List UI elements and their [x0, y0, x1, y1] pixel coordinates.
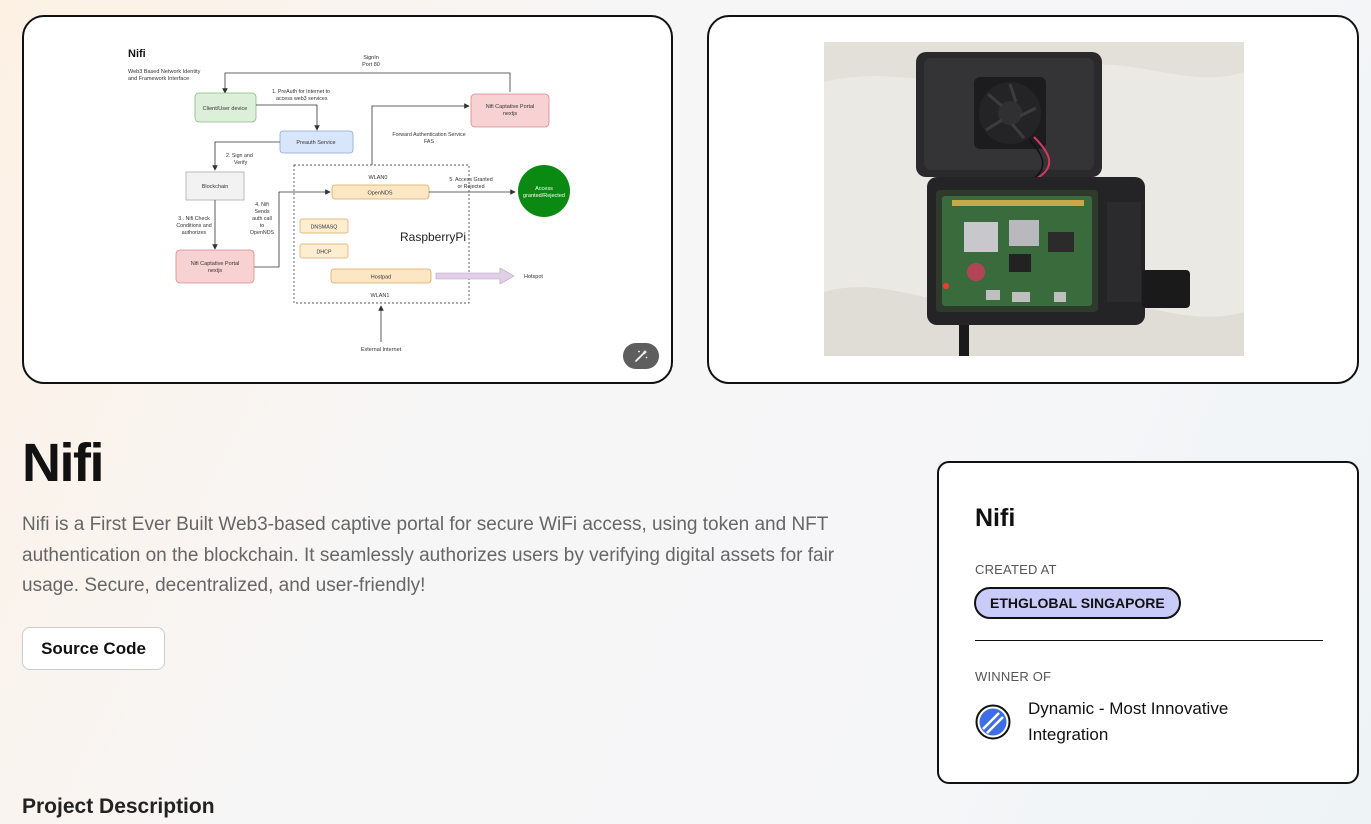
- diagram-label: Hotspot: [524, 274, 543, 280]
- prize-name[interactable]: Dynamic - Most Innovative Integration: [1028, 699, 1229, 744]
- diagram-label: Port 80: [362, 62, 380, 68]
- created-at-label: CREATED AT: [975, 562, 1057, 577]
- diagram-label: or Rejected: [457, 184, 484, 190]
- dynamic-logo-icon: [975, 704, 1011, 740]
- winner-of-label: WINNER OF: [975, 669, 1052, 684]
- diagram-label: SignIn: [363, 55, 379, 61]
- magic-wand-button[interactable]: [623, 343, 659, 369]
- diagram-label: to: [260, 223, 264, 229]
- diagram-group-raspberry: [293, 164, 470, 304]
- event-badge[interactable]: ETHGLOBAL SINGAPORE: [974, 587, 1181, 619]
- diagram-node-label: granted/Rejected: [523, 193, 565, 199]
- info-card-title: Nifi: [975, 504, 1016, 532]
- diagram-label: Conditions and: [176, 223, 211, 229]
- project-tagline: Nifi is a First Ever Built Web3-based ca…: [22, 514, 835, 596]
- diagram-subtitle: and Framework Interface: [128, 76, 189, 82]
- diagram-node-dnsmasq: [299, 218, 349, 234]
- diagram-label: FAS: [424, 139, 434, 145]
- diagram-node-hostpad: [330, 268, 432, 284]
- diagram-node-label: Nifi Captative Portal: [191, 261, 240, 267]
- diagram-label: access web3 services: [276, 96, 328, 102]
- diagram-label: RaspberryPi: [400, 230, 466, 244]
- diagram-label: auth call: [252, 216, 272, 222]
- diagram-node-client: [194, 92, 257, 123]
- divider: [975, 640, 1323, 641]
- gallery-image-device-photo[interactable]: [707, 15, 1359, 384]
- diagram-node-portal-top: [470, 93, 550, 128]
- raspberry-pi-case-image: [824, 42, 1244, 356]
- diagram-node-access: [518, 165, 570, 217]
- diagram-node-label: nextjs: [208, 268, 223, 274]
- diagram-node-portal-bottom: [175, 249, 255, 284]
- diagram-label: Verify: [234, 160, 248, 166]
- diagram-label: External Internet: [361, 347, 402, 353]
- diagram-label: 2. Sign and: [226, 153, 253, 159]
- magic-wand-icon: [635, 349, 648, 362]
- project-info-card: Nifi CREATED AT ETHGLOBAL SINGAPORE WINN…: [937, 461, 1359, 784]
- diagram-node-label: Blockchain: [202, 184, 229, 190]
- diagram-label: Sends: [254, 209, 269, 215]
- diagram-label: 1. PreAuth for Internet to: [272, 89, 330, 95]
- diagram-node-label: DHCP: [316, 250, 331, 256]
- diagram-node-label: Client/User device: [203, 106, 248, 112]
- diagram-label: authorizes: [182, 230, 207, 236]
- source-code-button[interactable]: Source Code: [22, 627, 165, 670]
- project-description-heading: Project Description: [22, 795, 215, 818]
- diagram-label: 3.. Nifi Check: [178, 216, 210, 222]
- architecture-diagram: Nifi Web3 Based Network Identity and Fra…: [128, 48, 570, 353]
- diagram-node-label: Preauth Service: [296, 140, 335, 146]
- diagram-subtitle: Web3 Based Network Identity: [128, 69, 201, 75]
- diagram-node-label: Hostpad: [371, 275, 392, 281]
- diagram-node-dhcp: [299, 243, 349, 259]
- diagram-node-label: Nifi Captative Portal: [486, 104, 535, 110]
- device-photo: [824, 42, 1244, 356]
- diagram-label: 4. Nifi: [255, 202, 269, 208]
- diagram-node-label: nextjs: [503, 111, 518, 117]
- diagram-label: 5. Access Granted: [449, 177, 492, 183]
- diagram-node-blockchain: [185, 171, 245, 201]
- diagram-node-label: OpenNDS: [367, 191, 392, 197]
- page-title: Nifi: [22, 433, 105, 493]
- diagram-node-label: Access: [535, 186, 553, 192]
- diagram-label: Forward Authentication Service: [392, 132, 465, 138]
- diagram-label: OpenNDS: [250, 230, 275, 236]
- diagram-title: Nifi: [128, 48, 146, 60]
- gallery-image-architecture[interactable]: Nifi Web3 Based Network Identity and Fra…: [22, 15, 673, 384]
- diagram-node-label: DNSMASQ: [311, 225, 338, 231]
- diagram-label: WLAN0: [369, 175, 388, 181]
- diagram-label: WLAN1: [371, 293, 390, 299]
